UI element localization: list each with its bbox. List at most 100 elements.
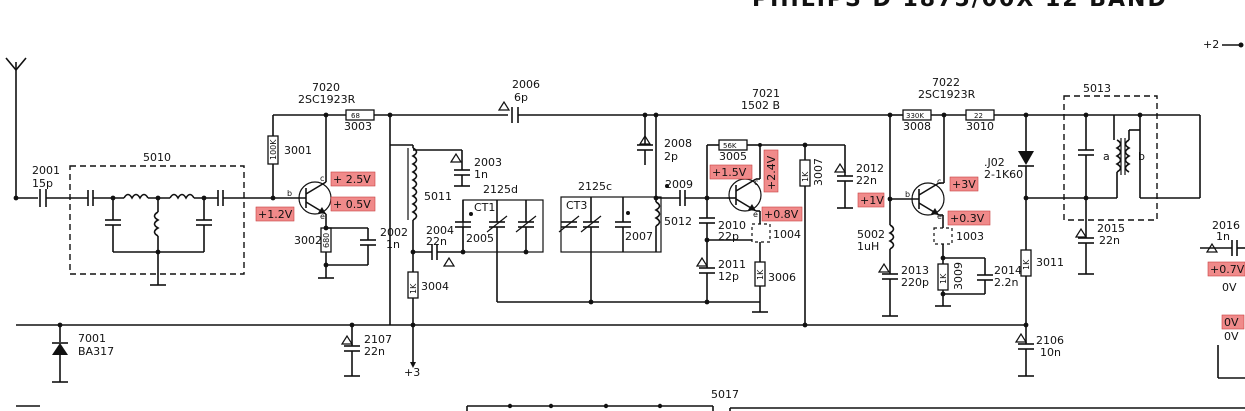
ground-triangle-2015 (1074, 227, 1088, 238)
transformer-5013-icon (1113, 115, 1141, 198)
c2005-ref: 2005 (466, 232, 494, 245)
ground-triangle-2008 (638, 134, 652, 145)
c2002-ref: 2002 (380, 226, 408, 239)
capacitor-2013 (882, 273, 898, 280)
box-1004 (751, 223, 771, 243)
ground-triangle-2004 (442, 256, 456, 267)
capacitor-2006 (511, 107, 519, 123)
r3011-ref: 3011 (1036, 256, 1064, 269)
antenna-icon (5, 57, 27, 198)
t7020-type: 2SC1923R (298, 93, 356, 106)
diode-j02-icon (1018, 151, 1034, 167)
ground-triangle-2106 (1014, 332, 1028, 343)
m5002-value: 1uH (857, 240, 879, 253)
c2107-value: 22n (364, 345, 385, 358)
v-right-gnd1: 0V (1224, 316, 1239, 329)
r3003-value: 68 (351, 112, 360, 120)
badge-t7022-c (949, 176, 979, 192)
c2013-value: 220p (901, 276, 929, 289)
r3007-ref: 3007 (812, 158, 825, 186)
ct1-label: CT1 (474, 201, 495, 214)
m5010-label: 5010 (143, 151, 171, 164)
gang-2125c-box (560, 196, 662, 253)
box-1004-label: 1004 (773, 228, 801, 241)
capacitor-2007 (615, 197, 631, 252)
badge-right-gnd1 (1221, 314, 1245, 330)
r3007-value: 1K (801, 171, 810, 182)
badge-t7021-c (763, 149, 779, 193)
r3001-value: 100K (269, 139, 278, 160)
m5012-label: 5012 (664, 215, 692, 228)
c2012-value: 22n (856, 174, 877, 187)
c2013-ref: 2013 (901, 264, 929, 277)
c2007-ref: 2007 (625, 230, 653, 243)
t7022-pin-b: b (905, 190, 910, 199)
r3011-value: 1K (1022, 259, 1031, 270)
ground-triangle-2013 (877, 262, 891, 273)
r3010-value: 22 (974, 112, 983, 120)
c2008-ref: 2008 (664, 137, 692, 150)
rail-terminal (1238, 42, 1244, 48)
junction-dots (13, 112, 1143, 328)
t7020-pin-b: b (287, 189, 292, 198)
capacitor-2005 (455, 200, 471, 252)
c2016-value: 1n (1216, 230, 1230, 243)
c2003-ref: 2003 (474, 156, 502, 169)
c2012-ref: 2012 (856, 162, 884, 175)
c2009-ref: 2009 (665, 178, 693, 191)
m5011-label: 5011 (424, 190, 452, 203)
c2001-value: 15p (32, 177, 53, 190)
capacitor-2106 (1018, 343, 1034, 350)
v-t7022-c: +3V (952, 178, 976, 191)
badge-t7020-e (330, 196, 376, 212)
c2016-ref: 2016 (1212, 219, 1240, 232)
t7020-pin-e: e (320, 212, 325, 221)
r3004-value: 1K (409, 283, 418, 294)
t7021-ref: 7021 (752, 87, 780, 100)
capacitor-2107 (344, 345, 360, 352)
d7001-ref: 7001 (78, 332, 106, 345)
c2015-value: 22n (1099, 234, 1120, 247)
capacitor-2012 (837, 175, 853, 182)
badge-right-top (1207, 261, 1245, 277)
r3009-ref: 3009 (952, 262, 965, 290)
r3008-value: 330K (906, 112, 924, 120)
v-t7022-e: +0.3V (950, 212, 985, 225)
capacitor-2011 (699, 267, 715, 274)
capacitor-2001 (39, 189, 47, 207)
m5017-label: 5017 (711, 388, 739, 401)
ground-triangle-2003 (449, 152, 463, 163)
r3010-ref: 3010 (966, 120, 994, 133)
coil-b-label: b (1138, 150, 1145, 163)
c2006-ref: 2006 (512, 78, 540, 91)
r3006-value: 1K (756, 269, 765, 280)
box-1003 (933, 227, 953, 245)
c2011-value: 12p (718, 270, 739, 283)
diode-7001-icon (52, 342, 68, 355)
v-right-mid: 0V (1222, 281, 1237, 294)
ground-triangle-2011 (695, 256, 709, 267)
r3005-ref: 3005 (719, 150, 747, 163)
t7020-ref: 7020 (312, 81, 340, 94)
coil-5012-icon (654, 115, 661, 252)
r3001-ref: 3001 (284, 144, 312, 157)
t7022-pin-e: e (937, 212, 942, 221)
r3009-value: 1K (939, 273, 948, 284)
c2010-ref: 2010 (718, 219, 746, 232)
v-t7022-b: +1V (860, 194, 884, 207)
c2015-ref: 2015 (1097, 222, 1125, 235)
ground-triangle-2016 (1205, 242, 1219, 253)
r3002-value: 680 (322, 233, 331, 248)
capacitor-5013a (1078, 149, 1094, 156)
badge-t7021-b (709, 164, 753, 180)
dj02-type: 2-1K60 (984, 168, 1023, 181)
ground-triangle-2012 (833, 162, 847, 173)
box-1003-label: 1003 (956, 230, 984, 243)
module-5010-box (69, 165, 245, 275)
badge-t7020-b (255, 206, 295, 222)
v-right-top: +0.7V (1210, 263, 1245, 276)
t7022-ref: 7022 (932, 76, 960, 89)
d7001-type: BA317 (78, 345, 114, 358)
capacitor-2016 (1231, 240, 1238, 256)
coil-a-label: a (1103, 150, 1110, 163)
